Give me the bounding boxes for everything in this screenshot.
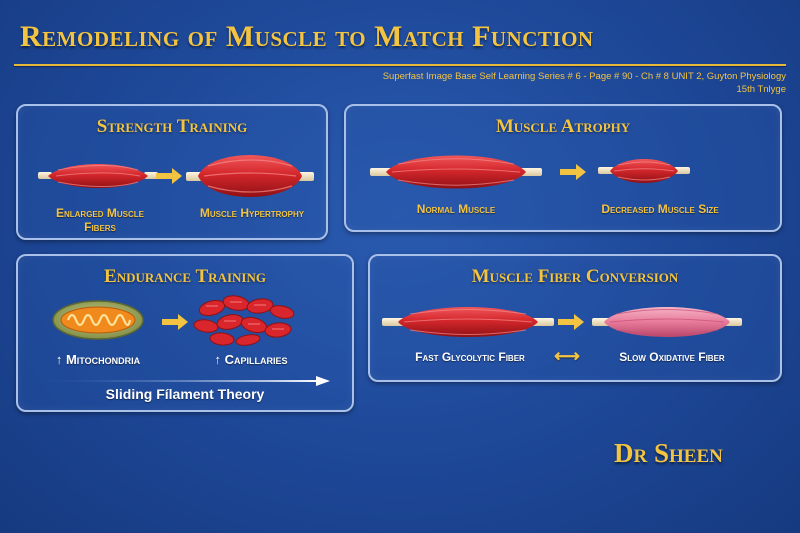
decreased-muscle-size-label: Decreased Muscle Size xyxy=(601,202,719,216)
strength-training-panel: Strength Training Enlarged Muscle Fibers… xyxy=(16,104,328,240)
enlarged-muscle-label-line-2: Fibers xyxy=(84,220,116,234)
hypertrophy-muscle-illustration xyxy=(186,155,314,197)
slow-oxidative-fiber-illustration xyxy=(592,307,742,337)
right-arrow-icon xyxy=(156,168,182,184)
sliding-filament-theory-label: Sliding Fílament Theory xyxy=(105,386,265,402)
enlarged-muscle-label-line-1: Enlarged Muscle xyxy=(55,206,144,220)
subtitle: Superfast Image Base Self Learning Serie… xyxy=(383,70,786,96)
endurance-training-panel: Endurance Training ↑ Mitochondria ↑ Capi… xyxy=(16,254,354,412)
page-title: Remodeling of Muscle to Match Function xyxy=(20,20,594,53)
title-divider xyxy=(14,64,786,66)
normal-muscle-illustration xyxy=(370,155,542,189)
white-arrow-icon xyxy=(36,376,330,386)
capillaries-label: ↑ Capillaries xyxy=(214,352,288,367)
endurance-training-title: Endurance Training xyxy=(104,266,266,287)
decreased-muscle-illustration xyxy=(598,159,690,183)
author-signature: Dr Sheen xyxy=(614,438,723,468)
right-arrow-icon xyxy=(162,314,188,330)
muscle-hypertrophy-label: Muscle Hypertrophy xyxy=(199,206,305,220)
fast-glycolytic-fiber-label: Fast Glycolytic Fiber xyxy=(415,350,525,364)
strength-training-title: Strength Training xyxy=(96,116,248,137)
slow-oxidative-fiber-label: Slow Oxidative Fiber xyxy=(619,350,725,364)
right-arrow-icon xyxy=(558,314,584,330)
muscle-fiber-conversion-panel: Muscle Fiber Conversion Fast Glycolytic … xyxy=(368,254,782,382)
normal-muscle-label: Normal Muscle xyxy=(416,202,496,216)
double-arrow-icon: ⟷ xyxy=(554,346,580,366)
muscle-atrophy-title: Muscle Atrophy xyxy=(495,116,631,137)
mitochondria-label: ↑ Mitochondria xyxy=(55,352,141,367)
subtitle-line-2: 15th Tnlyge xyxy=(736,84,786,95)
capillaries-icon xyxy=(193,295,295,346)
enlarged-muscle-illustration xyxy=(38,164,158,188)
subtitle-line-1: Superfast Image Base Self Learning Serie… xyxy=(382,71,786,82)
mitochondria-icon xyxy=(52,300,144,340)
muscle-atrophy-panel: Muscle Atrophy Normal Muscle Decreased M… xyxy=(344,104,782,232)
enlarged-muscle-fibers-label: Enlarged Muscle Fibers xyxy=(30,206,170,234)
muscle-fiber-conversion-title: Muscle Fiber Conversion xyxy=(471,266,679,287)
fast-glycolytic-fiber-illustration xyxy=(382,307,554,337)
right-arrow-icon xyxy=(560,164,586,180)
